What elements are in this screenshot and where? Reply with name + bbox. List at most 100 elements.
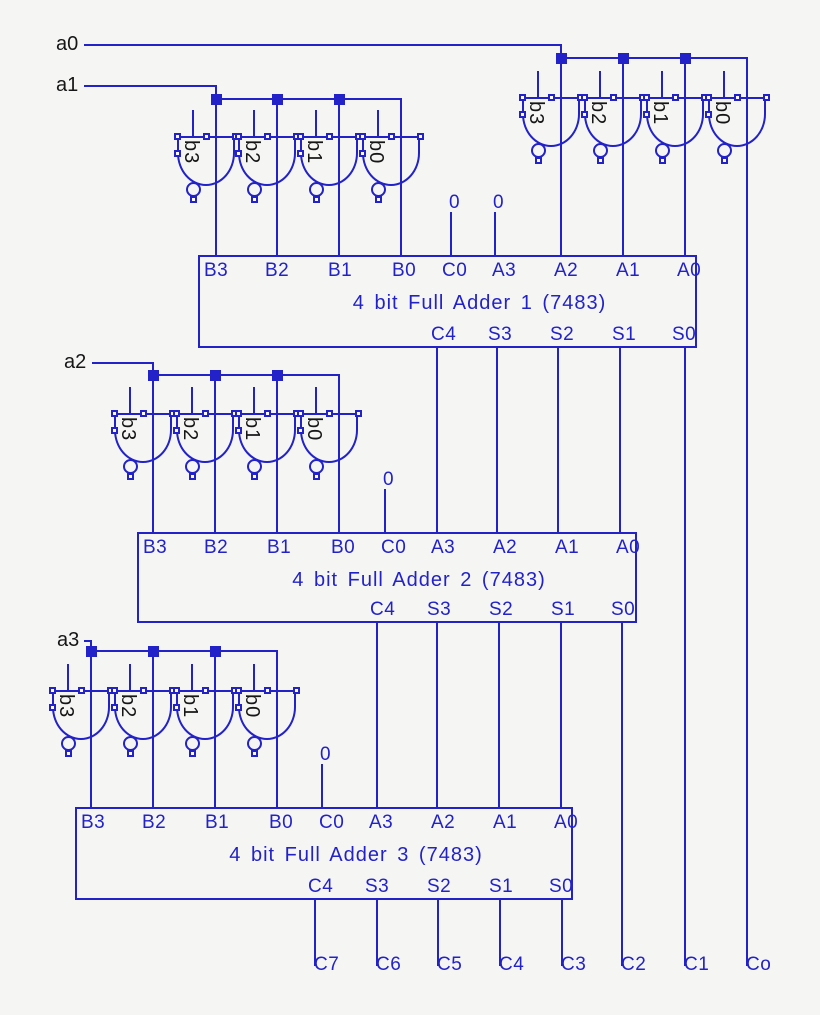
handle-icon [49, 704, 56, 711]
wire [684, 57, 686, 255]
wire [619, 347, 621, 532]
pin-label: C4 [431, 324, 457, 345]
gate-label: b1 [649, 101, 671, 126]
handle-icon [202, 687, 209, 694]
handle-icon [355, 410, 362, 417]
handle-icon [597, 157, 604, 164]
gate-label: b2 [587, 101, 609, 126]
pin-label: S3 [488, 324, 513, 345]
gate-label: b2 [117, 694, 139, 719]
and-gate-a0-b3[interactable]: b3 [519, 71, 584, 171]
and-gate-a3-b2[interactable]: b2 [111, 664, 176, 764]
gate-input-stub [191, 387, 193, 415]
output-label-C4: C4 [499, 954, 525, 975]
handle-icon [359, 133, 366, 140]
and-gate-a3-b1[interactable]: b1 [173, 664, 238, 764]
pin-label: A0 [677, 260, 702, 281]
gate-label: b1 [241, 417, 263, 442]
and-gate-a0-b1[interactable]: b1 [643, 71, 708, 171]
adder-title: 4 bit Full Adder 3 (7483) [229, 844, 483, 866]
wire-to-C4 [499, 899, 501, 966]
wire-to-C1 [684, 347, 686, 966]
pin-label: S2 [427, 876, 452, 897]
wire [622, 57, 624, 255]
wire [436, 622, 438, 807]
wire [498, 622, 500, 807]
and-gate-a2-b1[interactable]: b1 [235, 387, 300, 487]
and-gate-a1-b2[interactable]: b2 [235, 110, 300, 210]
wire [557, 347, 559, 532]
handle-icon [643, 94, 650, 101]
pin-label: B2 [204, 537, 229, 558]
pin-label: S0 [549, 876, 574, 897]
handle-icon [359, 150, 366, 157]
inverter-bubble-icon [309, 182, 324, 197]
handle-icon [610, 94, 617, 101]
handle-icon [721, 157, 728, 164]
handle-icon [140, 410, 147, 417]
inverter-bubble-icon [247, 736, 262, 751]
handle-icon [251, 473, 258, 480]
and-gate-a0-b0[interactable]: b0 [705, 71, 770, 171]
pin-label: S3 [427, 599, 452, 620]
wire [436, 347, 438, 532]
gate-label: b0 [711, 101, 733, 126]
handle-icon [326, 133, 333, 140]
handle-icon [111, 687, 118, 694]
and-gate-a1-b0[interactable]: b0 [359, 110, 424, 210]
handle-icon [313, 473, 320, 480]
pin-label: B0 [331, 537, 356, 558]
inverter-bubble-icon [123, 736, 138, 751]
handle-icon [297, 410, 304, 417]
gate-input-stub [661, 71, 663, 99]
adder-1-7483[interactable]: B3 B2 B1 B0 C0 A3 A2 A1 A0 4 bit Full Ad… [198, 255, 701, 348]
adder-3-7483[interactable]: B3 B2 B1 B0 C0 A3 A2 A1 A0 4 bit Full Ad… [75, 807, 578, 900]
handle-icon [173, 410, 180, 417]
and-gate-a2-b2[interactable]: b2 [173, 387, 238, 487]
gate-input-stub [599, 71, 601, 99]
input-label-a2: a2 [64, 351, 87, 373]
pin-label: B1 [328, 260, 353, 281]
junction-dot [210, 646, 221, 657]
inverter-bubble-icon [531, 143, 546, 158]
and-gate-a2-b3[interactable]: b3 [111, 387, 176, 487]
wire-const0 [321, 764, 323, 807]
adder-2-7483[interactable]: B3 B2 B1 B0 C0 A3 A2 A1 A0 4 bit Full Ad… [137, 532, 640, 623]
pin-label: A2 [431, 812, 456, 833]
inverter-bubble-icon [186, 182, 201, 197]
gate-label: b0 [365, 140, 387, 165]
and-gate-a2-b0[interactable]: b0 [297, 387, 362, 487]
pin-label: S2 [550, 324, 575, 345]
handle-icon [297, 133, 304, 140]
handle-icon [705, 111, 712, 118]
adder-title: 4 bit Full Adder 1 (7483) [352, 292, 607, 314]
junction-dot [272, 370, 283, 381]
pin-label: B1 [267, 537, 292, 558]
and-gate-a3-b0[interactable]: b0 [235, 664, 300, 764]
handle-icon [417, 133, 424, 140]
wire-to-C3 [561, 899, 563, 966]
input-label-a0: a0 [56, 33, 79, 55]
wire-const0 [450, 212, 452, 255]
const-zero-label: 0 [383, 469, 394, 490]
handle-icon [235, 427, 242, 434]
and-gate-a0-b2[interactable]: b2 [581, 71, 646, 171]
junction-dot [86, 646, 97, 657]
and-gate-a1-b3[interactable]: b3 [174, 110, 239, 210]
wire-const0 [384, 489, 386, 532]
and-gate-a1-b1[interactable]: b1 [297, 110, 362, 210]
pin-label: B2 [265, 260, 290, 281]
handle-icon [173, 427, 180, 434]
pin-label: A1 [616, 260, 641, 281]
inverter-bubble-icon [717, 143, 732, 158]
junction-dot [211, 94, 222, 105]
gate-input-stub [537, 71, 539, 99]
handle-icon [581, 111, 588, 118]
pin-label: A2 [554, 260, 579, 281]
handle-icon [189, 750, 196, 757]
pin-label: S2 [489, 599, 514, 620]
handle-icon [519, 111, 526, 118]
and-gate-a3-b3[interactable]: b3 [49, 664, 114, 764]
handle-icon [235, 410, 242, 417]
handle-icon [388, 133, 395, 140]
